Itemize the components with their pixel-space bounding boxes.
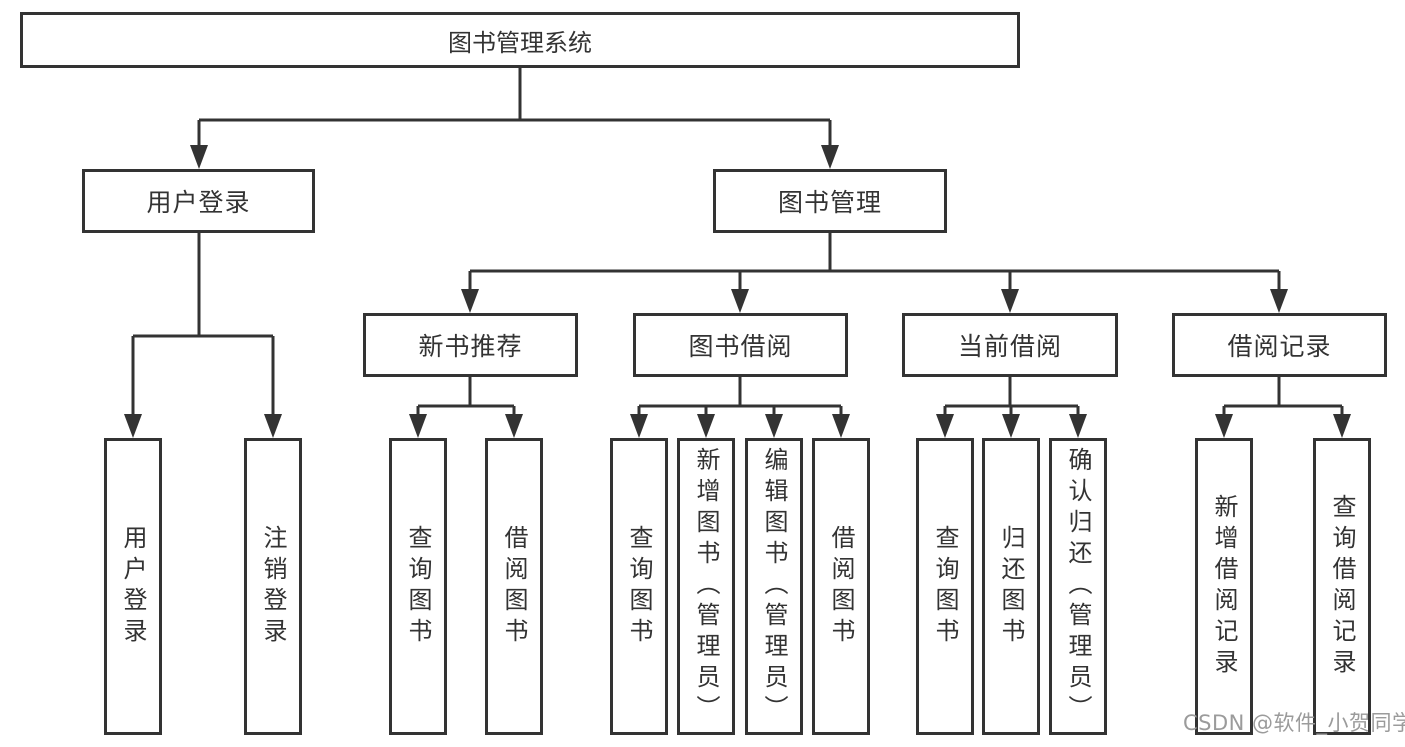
leaf-query-book-current: 查询图书 <box>916 438 974 735</box>
node-label: 图书管理系统 <box>448 28 592 57</box>
leaf-logout-login: 注销登录 <box>244 438 302 735</box>
node-label: 查询图书 <box>625 524 653 649</box>
node-label: 查询图书 <box>931 524 959 649</box>
leaf-query-book-recommend: 查询图书 <box>389 438 447 735</box>
csdn-watermark: CSDN @软件_小贺同学 <box>1183 711 1405 735</box>
node-book-management: 图书管理 <box>713 169 947 233</box>
node-label: 用户登录 <box>146 188 251 217</box>
node-label: 新增图书（管理员） <box>692 447 720 726</box>
node-label: 借阅图书 <box>827 524 855 649</box>
node-book-borrowing: 图书借阅 <box>633 313 848 377</box>
node-label: 编辑图书（管理员） <box>760 447 788 726</box>
node-label: 新书推荐 <box>418 332 523 361</box>
node-library-management-system: 图书管理系统 <box>20 12 1020 68</box>
node-label: 借阅记录 <box>1227 332 1332 361</box>
node-label: 图书管理 <box>777 188 882 217</box>
node-user-login: 用户登录 <box>82 169 315 233</box>
node-current-borrowing: 当前借阅 <box>902 313 1118 377</box>
leaf-confirm-return-admin: 确认归还（管理员） <box>1049 438 1107 735</box>
leaf-query-book-borrow: 查询图书 <box>610 438 668 735</box>
leaf-borrow-book-recommend: 借阅图书 <box>485 438 543 735</box>
leaf-add-book-admin: 新增图书（管理员） <box>677 438 735 735</box>
node-label: 借阅图书 <box>500 524 528 649</box>
leaf-query-borrow-record: 查询借阅记录 <box>1313 438 1371 735</box>
node-label: 图书借阅 <box>688 332 793 361</box>
node-borrowing-records: 借阅记录 <box>1172 313 1387 377</box>
leaf-user-login: 用户登录 <box>104 438 162 735</box>
node-label: 查询借阅记录 <box>1328 493 1356 680</box>
node-label: 归还图书 <box>997 524 1025 649</box>
node-new-book-recommendation: 新书推荐 <box>363 313 578 377</box>
leaf-borrow-book: 借阅图书 <box>812 438 870 735</box>
node-label: 当前借阅 <box>957 332 1062 361</box>
node-label: 注销登录 <box>259 524 287 649</box>
node-label: 查询图书 <box>404 524 432 649</box>
leaf-add-borrow-record: 新增借阅记录 <box>1195 438 1253 735</box>
leaf-return-book: 归还图书 <box>982 438 1040 735</box>
node-label: 确认归还（管理员） <box>1064 447 1092 726</box>
node-label: 用户登录 <box>119 524 147 649</box>
node-label: 新增借阅记录 <box>1210 493 1238 680</box>
leaf-edit-book-admin: 编辑图书（管理员） <box>745 438 803 735</box>
